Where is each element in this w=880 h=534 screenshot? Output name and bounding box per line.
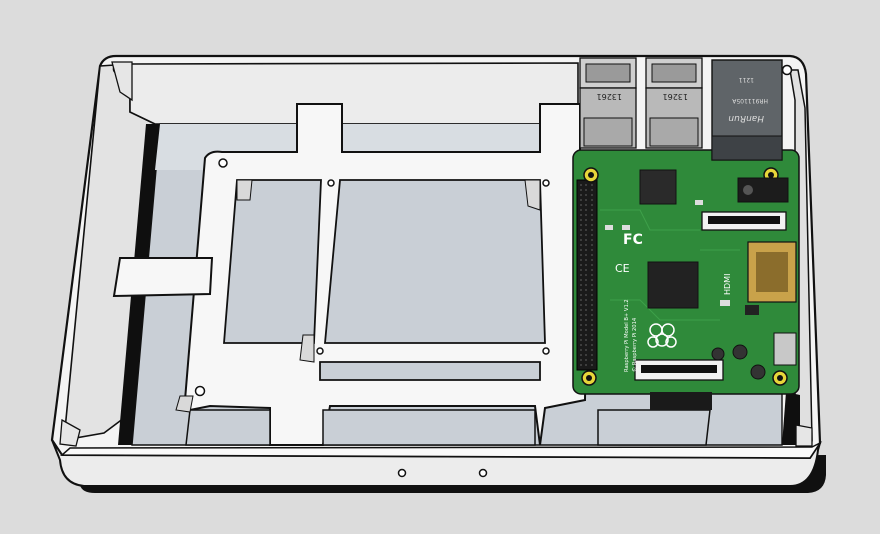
usb-port-right: 13261 bbox=[645, 57, 703, 149]
mounting-bracket bbox=[112, 103, 711, 446]
bracket-window-center bbox=[324, 179, 546, 344]
bracket-window-bottom-left bbox=[185, 409, 271, 446]
ethernet-code: 1211 bbox=[739, 76, 754, 83]
bracket-window-lower bbox=[319, 361, 541, 381]
bracket-hole-6 bbox=[194, 385, 206, 397]
lan-chip bbox=[639, 169, 677, 205]
ethernet-model: HR911105A bbox=[731, 97, 768, 104]
micro-usb-port bbox=[773, 332, 797, 366]
usb-right-label: 13261 bbox=[663, 92, 688, 101]
usb-port-left: 13261 bbox=[579, 57, 637, 149]
board-model-text: Raspberry Pi Model B+ V1.2 bbox=[624, 299, 630, 372]
ethernet-port: 1211 HR911105A HanRun bbox=[711, 59, 783, 161]
fc-mark: FC bbox=[623, 232, 643, 248]
raspberry-pi-board: FC CE HDMI Raspberry Pi Model B+ V1.2 © … bbox=[572, 149, 800, 395]
front-hole-right bbox=[478, 468, 488, 478]
gpio-header bbox=[576, 179, 598, 371]
board-copyright-text: © Raspberry Pi 2014 bbox=[631, 317, 638, 372]
bracket-hole-1 bbox=[218, 158, 228, 168]
bracket-hole-4 bbox=[316, 347, 324, 355]
corner-post-tr bbox=[781, 64, 793, 76]
bracket-window-left bbox=[223, 179, 322, 344]
corner-posts bbox=[59, 61, 813, 447]
bracket-window-bottom-right bbox=[597, 409, 711, 446]
bracket-hole-2 bbox=[327, 179, 335, 187]
ce-mark: CE bbox=[615, 262, 630, 275]
soc-chip bbox=[647, 261, 699, 309]
hdmi-label: HDMI bbox=[723, 274, 732, 295]
bracket-window-bottom-mid bbox=[322, 409, 536, 446]
ethernet-brand: HanRun bbox=[728, 113, 764, 123]
front-hole-left bbox=[397, 468, 407, 478]
usb-left-label: 13261 bbox=[597, 92, 622, 101]
bracket-hole-3 bbox=[542, 179, 550, 187]
bracket-hole-5 bbox=[542, 347, 550, 355]
raspberry-logo bbox=[647, 323, 677, 348]
